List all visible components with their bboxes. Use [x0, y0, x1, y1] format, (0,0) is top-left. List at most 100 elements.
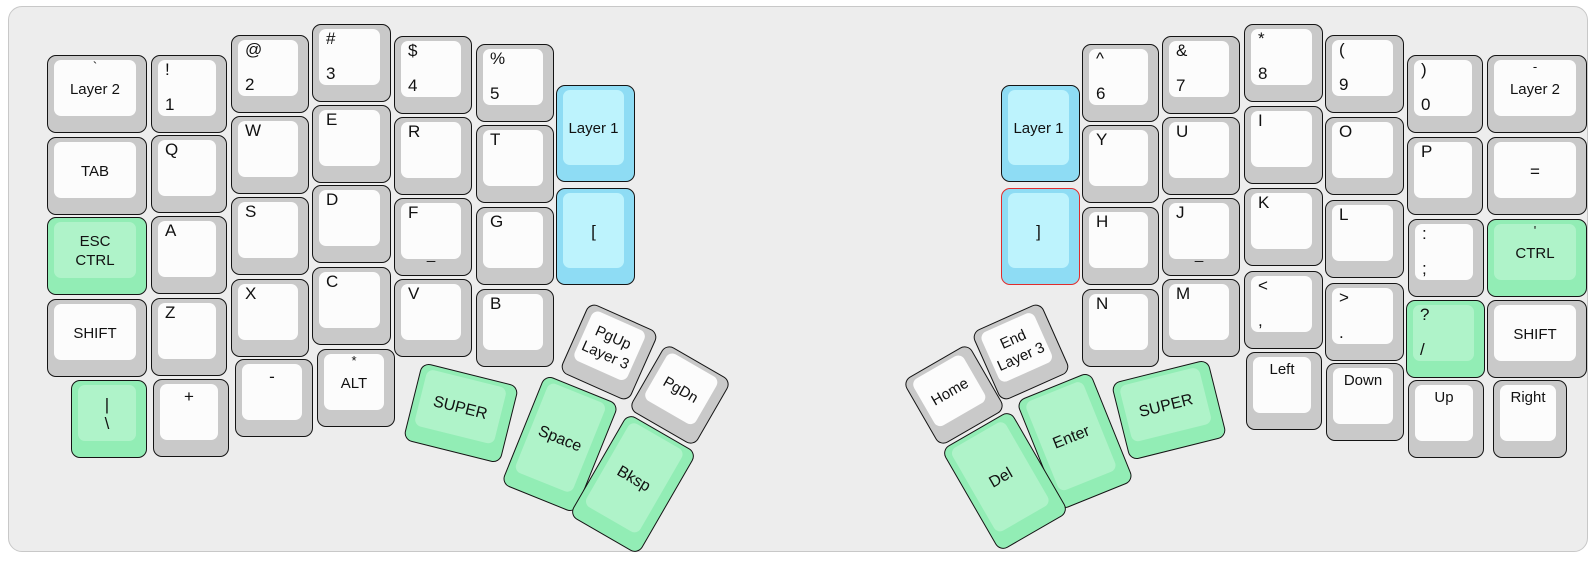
key-s[interactable]: S — [231, 197, 309, 275]
key-down[interactable]: Down — [1326, 363, 1404, 441]
key-quote-ctrl[interactable]: 'CTRL — [1487, 219, 1587, 297]
key-legend: W — [245, 121, 262, 140]
key-pipe-backslash[interactable]: |\ — [71, 380, 147, 458]
key-1[interactable]: !1 — [151, 55, 227, 133]
homing-bar: _ — [1194, 246, 1204, 263]
key-grave-layer2[interactable]: `Layer 2 — [47, 55, 147, 133]
key-sub-legend: * — [351, 353, 357, 368]
key-right[interactable]: Right — [1493, 380, 1567, 458]
key-legend: SHIFT — [1513, 325, 1557, 343]
key-6[interactable]: ^6 — [1082, 44, 1159, 122]
keycap-top — [1333, 368, 1393, 424]
key-g[interactable]: G — [476, 207, 554, 285]
key-legend: ^6 — [1096, 49, 1106, 103]
keycap-top — [1415, 385, 1473, 441]
key-w[interactable]: W — [231, 116, 309, 194]
key-d[interactable]: D — [312, 185, 391, 263]
key-up[interactable]: Up — [1408, 380, 1484, 458]
key-legend: M — [1176, 284, 1191, 303]
key-shift-left[interactable]: SHIFT — [47, 299, 147, 377]
key-legend: SUPER — [431, 392, 490, 423]
key-shift-right[interactable]: SHIFT — [1487, 300, 1587, 378]
key-sub-legend: - — [1532, 59, 1538, 74]
keycap-top — [401, 41, 461, 97]
key-star-alt[interactable]: *ALT — [317, 349, 395, 427]
keycap-top — [54, 142, 136, 198]
keycap-top — [483, 130, 543, 186]
key-2[interactable]: @2 — [231, 35, 309, 113]
key-rbracket[interactable]: ] — [1001, 188, 1080, 285]
key-i[interactable]: I — [1244, 106, 1323, 184]
key-comma[interactable]: <, — [1244, 271, 1323, 349]
key-9[interactable]: (9 — [1325, 35, 1404, 113]
key-legend: Y — [1096, 130, 1108, 149]
keycap-top — [1253, 357, 1311, 413]
key-y[interactable]: Y — [1082, 125, 1159, 203]
key-legend: D — [326, 190, 339, 209]
key-r[interactable]: R — [394, 117, 472, 195]
key-f[interactable]: F_ — [394, 198, 472, 276]
key-c[interactable]: C — [312, 267, 391, 345]
keycap-top — [54, 60, 136, 116]
key-legend: Q — [165, 140, 179, 159]
key-0[interactable]: )0 — [1407, 55, 1483, 133]
key-4[interactable]: $4 — [394, 36, 472, 114]
key-v[interactable]: V — [394, 279, 472, 357]
key-3[interactable]: #3 — [312, 24, 391, 102]
key-semicolon[interactable]: :; — [1408, 219, 1484, 297]
key-sub-legend: ` — [92, 59, 98, 74]
key-layer1-left[interactable]: Layer 1 — [556, 85, 635, 182]
keycap-top — [158, 140, 216, 196]
keycap-top — [1332, 288, 1393, 344]
keycap-top — [1494, 305, 1576, 361]
key-question-slash[interactable]: ?/ — [1406, 300, 1485, 378]
keycap-top — [483, 212, 543, 268]
key-e[interactable]: E — [312, 105, 391, 183]
key-o[interactable]: O — [1325, 117, 1404, 195]
key-super-left[interactable]: SUPER — [402, 362, 520, 464]
key-t[interactable]: T — [476, 125, 554, 203]
key-legend: %5 — [490, 49, 506, 103]
key-n[interactable]: N — [1082, 289, 1159, 367]
key-l[interactable]: L — [1325, 200, 1404, 278]
key-super-right[interactable]: SUPER — [1110, 359, 1228, 461]
keycap-top — [54, 304, 136, 360]
keycap-top — [160, 384, 218, 440]
keycap-top — [401, 203, 461, 259]
keycap-top — [158, 221, 216, 277]
key-a[interactable]: A — [151, 216, 227, 294]
key-b[interactable]: B — [476, 289, 554, 367]
key-h[interactable]: H — [1082, 207, 1159, 285]
key-legend: Layer 2 — [1509, 80, 1561, 98]
key-7[interactable]: &7 — [1162, 36, 1240, 114]
key-x[interactable]: X — [231, 279, 309, 357]
key-minus-left[interactable]: - — [235, 359, 313, 437]
key-layer1-right[interactable]: Layer 1 — [1001, 85, 1080, 182]
keycap-top — [324, 354, 384, 410]
key-p[interactable]: P — [1407, 137, 1483, 215]
key-5[interactable]: %5 — [476, 44, 554, 122]
key-legend: R — [408, 122, 421, 141]
keycap-top — [483, 294, 543, 350]
key-plus[interactable]: + — [153, 379, 229, 457]
key-left[interactable]: Left — [1246, 352, 1322, 430]
key-j[interactable]: J_ — [1162, 198, 1240, 276]
key-dash-layer2[interactable]: - Layer 2 — [1487, 55, 1587, 133]
key-z[interactable]: Z — [151, 298, 227, 376]
key-equals[interactable]: = — [1487, 137, 1587, 215]
key-m[interactable]: M — [1162, 279, 1240, 357]
key-lbracket[interactable]: [ — [556, 188, 635, 285]
keycap-top — [563, 193, 624, 268]
keycap-top — [1414, 60, 1472, 116]
keycap-top — [1008, 90, 1069, 165]
key-tab[interactable]: TAB — [47, 137, 147, 215]
key-q[interactable]: Q — [151, 135, 227, 213]
key-legend: G — [490, 212, 504, 231]
key-u[interactable]: U — [1162, 117, 1240, 195]
key-legend: >. — [1339, 288, 1349, 342]
key-8[interactable]: *8 — [1244, 24, 1323, 102]
key-period[interactable]: >. — [1325, 283, 1404, 361]
key-k[interactable]: K — [1244, 188, 1323, 266]
